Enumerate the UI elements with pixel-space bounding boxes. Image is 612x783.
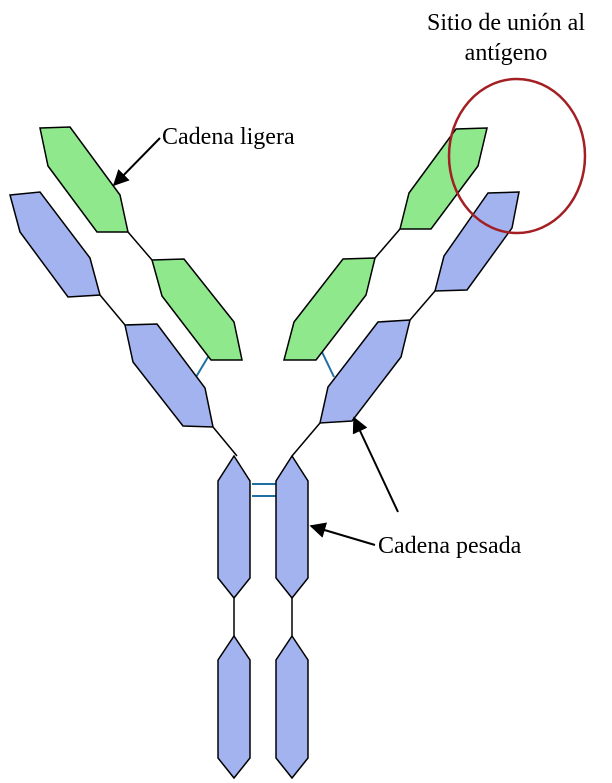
light-chain-label: Cadena ligera bbox=[162, 122, 295, 152]
right-interchain-bond bbox=[322, 352, 334, 377]
right-heavy-link-1 bbox=[410, 291, 435, 320]
stem-left-ch3-domain bbox=[218, 636, 250, 778]
heavy-chain-arrow-lower bbox=[311, 526, 375, 545]
light-chain-arrow bbox=[114, 138, 160, 185]
right-heavy-hinge bbox=[292, 423, 320, 456]
binding-site-label-line1: Sitio de unión al bbox=[400, 8, 612, 38]
left-heavy-link-1 bbox=[100, 295, 125, 325]
stem-right-ch2-domain bbox=[276, 456, 308, 598]
left-light-link bbox=[128, 232, 152, 260]
stem-left-ch2-domain bbox=[218, 456, 250, 598]
disulfide-bonds bbox=[196, 352, 334, 496]
binding-site-label-line2: antígeno bbox=[400, 38, 612, 68]
heavy-chain-label: Cadena pesada bbox=[378, 531, 521, 561]
light-chain-domains bbox=[40, 127, 487, 360]
heavy-chain-arrow-upper bbox=[354, 418, 398, 512]
stem-right-ch3-domain bbox=[276, 636, 308, 778]
left-heavy-hinge bbox=[213, 427, 237, 456]
hinge-lines bbox=[100, 229, 435, 636]
right-light-link bbox=[375, 229, 400, 258]
antigen-binding-site-label: Sitio de unión al antígeno bbox=[400, 8, 612, 68]
